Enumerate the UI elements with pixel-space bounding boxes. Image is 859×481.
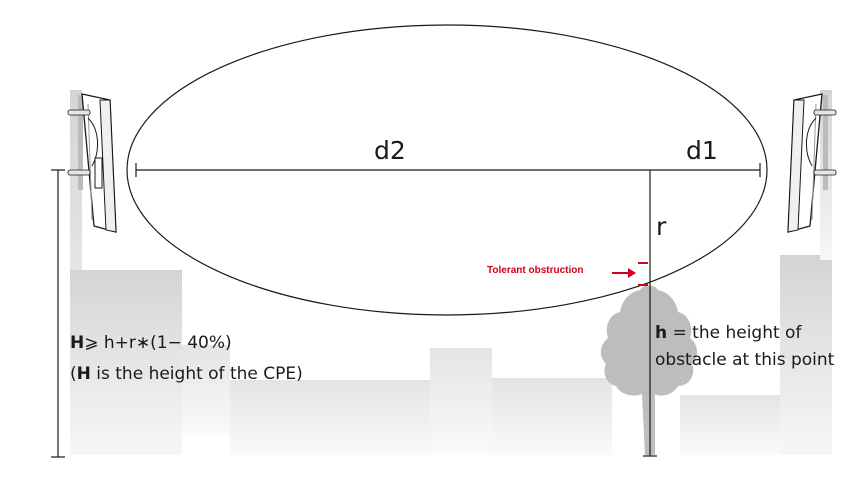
fresnel-zone-ellipse: [126, 24, 768, 316]
note-open-paren: (: [70, 364, 77, 384]
tolerant-obstruction-label: Tolerant obstruction: [487, 265, 584, 276]
cpe-antenna-right-icon: [787, 93, 837, 233]
cpe-height-line: [51, 169, 65, 458]
formula-text: ⩾ h+r∗(1− 40%): [84, 333, 232, 353]
h-symbol: h: [655, 323, 668, 343]
h-definition-text: = the height of: [667, 323, 802, 343]
tolerant-obstruction-markers: [638, 262, 648, 286]
note-h-symbol: H: [76, 364, 91, 384]
height-formula: H⩾ h+r∗(1− 40%): [70, 333, 232, 353]
obstacle-height-definition-line1: h = the height of: [655, 323, 801, 343]
tree-obstacle-icon: [600, 285, 698, 455]
d1-label: d1: [686, 136, 718, 165]
d2-label: d2: [374, 136, 406, 165]
red-arrow-right-icon: [612, 268, 636, 278]
obstacle-height-line: [643, 170, 657, 457]
distance-line: [135, 163, 761, 177]
cpe-height-note: (H is the height of the CPE): [70, 364, 303, 384]
formula-h-symbol: H: [70, 333, 85, 353]
obstacle-height-definition-line2: obstacle at this point: [655, 350, 835, 370]
r-label: r: [656, 212, 667, 241]
note-text: is the height of the CPE): [90, 364, 303, 384]
cpe-antenna-left-icon: [67, 93, 117, 233]
